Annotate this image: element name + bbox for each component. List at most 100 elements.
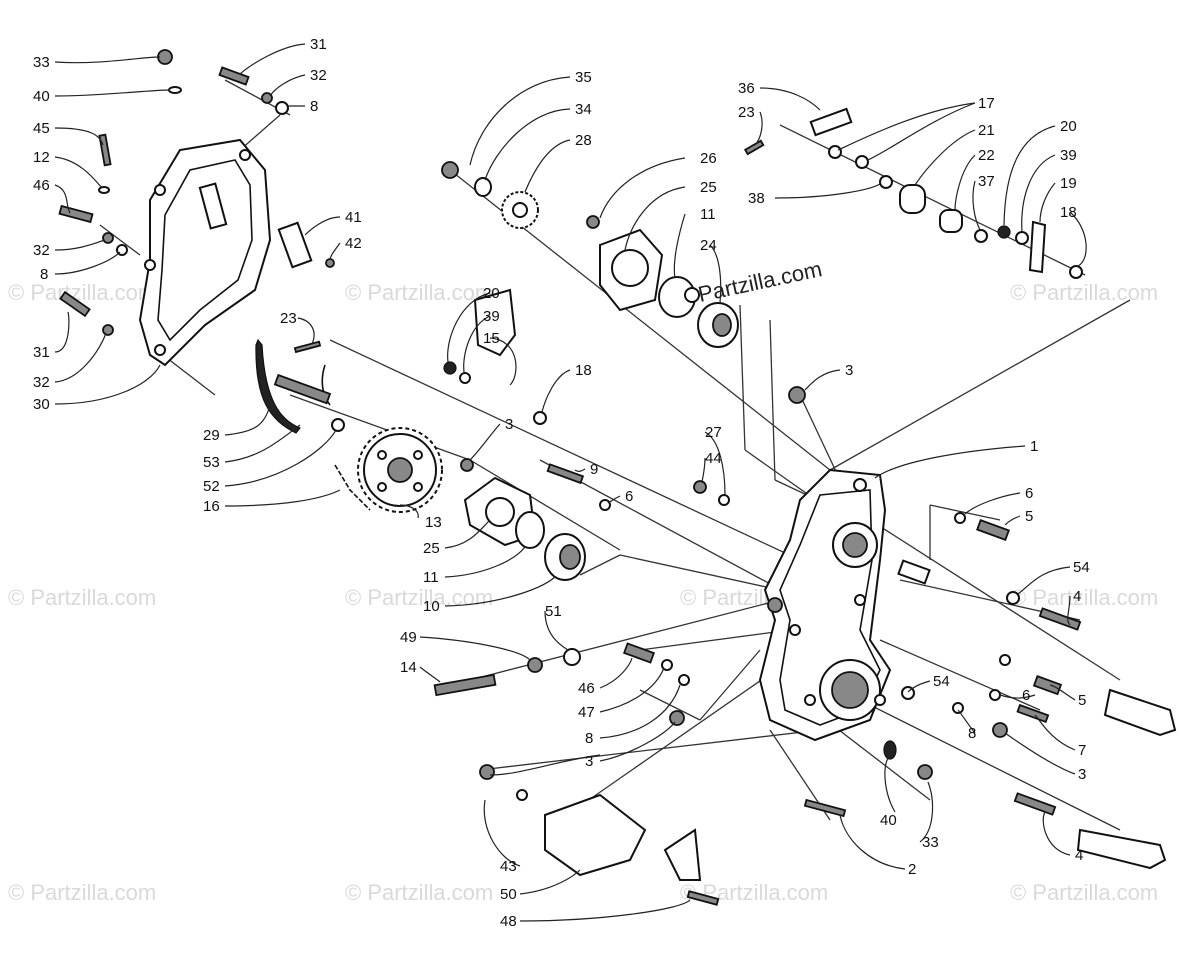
drive-chain [334, 464, 371, 511]
callout-label: 33 [33, 54, 50, 71]
shift-cam [663, 828, 702, 881]
callout-label: 32 [310, 67, 327, 84]
callout-label: 10 [423, 598, 440, 615]
callout-label: 11 [700, 206, 716, 223]
callout-label: 3 [845, 362, 853, 379]
callout-label: 35 [575, 69, 592, 86]
callout-label: 20 [1060, 118, 1077, 135]
long-bolt [433, 673, 497, 697]
watermark-text: © Partzilla.com [8, 880, 156, 905]
callout-label: 5 [1025, 508, 1033, 525]
leader-lines [54, 43, 1087, 922]
callout-label: 42 [345, 235, 362, 252]
callout-label: 24 [700, 237, 717, 254]
callout-label: 39 [483, 308, 500, 325]
callout-label: 46 [33, 177, 50, 194]
watermark-text: © Partzilla.com [8, 280, 156, 305]
callout-label: 31 [33, 344, 50, 361]
callout-label: 45 [33, 120, 50, 137]
hex-nut [441, 161, 459, 179]
callout-label: 4 [1075, 847, 1083, 864]
callout-label: 3 [585, 753, 593, 770]
callout-label: 17 [978, 95, 995, 112]
callout-label: 30 [33, 396, 50, 413]
upper-sprocket [501, 191, 539, 229]
callout-label: 22 [978, 147, 995, 164]
callout-label: 48 [500, 913, 517, 930]
callout-label: 8 [310, 98, 318, 115]
callout-label: 6 [625, 488, 633, 505]
tensioner-spring [321, 364, 331, 406]
callout-label: 50 [500, 886, 517, 903]
callout-label: 46 [578, 680, 595, 697]
callout-label: 23 [738, 104, 755, 121]
bolt [1038, 607, 1082, 631]
callout-label: 47 [578, 704, 595, 721]
shift-bracket [544, 793, 647, 877]
callout-label: 20 [483, 285, 500, 302]
callout-label: 54 [933, 673, 950, 690]
callout-label: 4 [1073, 588, 1081, 605]
callout-label: 8 [968, 725, 976, 742]
shift-linkage [743, 107, 1083, 279]
washer [474, 177, 492, 197]
callout-label: 39 [1060, 147, 1077, 164]
callout-label: 40 [33, 88, 50, 105]
callout-label: 15 [483, 330, 500, 347]
bolt [976, 519, 1010, 541]
tensioner-strap [255, 338, 301, 434]
watermark-main: Partzilla.com [696, 256, 824, 307]
callout-label: 32 [33, 374, 50, 391]
callout-label: 9 [590, 461, 598, 478]
callout-label: 36 [738, 80, 755, 97]
callout-label: 34 [575, 101, 592, 118]
callout-label: 2 [908, 861, 916, 878]
tensioner-bolt [273, 373, 332, 405]
callout-label: 19 [1060, 175, 1077, 192]
callout-label: 31 [310, 36, 327, 53]
callout-label: 7 [1078, 742, 1086, 759]
callout-label: 28 [575, 132, 592, 149]
callout-label: 21 [978, 122, 995, 139]
watermark-text: © Partzilla.com [1010, 280, 1158, 305]
callout-label: 5 [1078, 692, 1086, 709]
callout-label: 23 [280, 310, 297, 327]
callout-label: 3 [505, 416, 513, 433]
callout-label: 43 [500, 858, 517, 875]
watermark-text: © Partzilla.com [1010, 880, 1158, 905]
callout-label: 12 [33, 149, 50, 166]
callout-label: 49 [400, 629, 417, 646]
watermark-text: © Partzilla.com [1010, 585, 1158, 610]
callout-label: 54 [1073, 559, 1090, 576]
callout-label: 25 [423, 540, 440, 557]
callout-label: 41 [345, 209, 362, 226]
callout-label: 25 [700, 179, 717, 196]
callout-label: 11 [423, 569, 439, 586]
callout-label: 3 [1078, 766, 1086, 783]
callout-label: 6 [1025, 485, 1033, 502]
washer [1006, 591, 1020, 605]
callout-label: 18 [1060, 204, 1077, 221]
callout-labels: 33 40 45 12 46 32 8 31 32 30 31 32 8 41 … [33, 36, 1090, 930]
callout-label: 27 [705, 424, 722, 441]
callout-label: 13 [425, 514, 442, 531]
callout-label: 53 [203, 454, 220, 471]
callout-label: 29 [203, 427, 220, 444]
callout-label: 8 [40, 266, 48, 283]
callout-label: 33 [922, 834, 939, 851]
callout-label: 52 [203, 478, 220, 495]
callout-label: 40 [880, 812, 897, 829]
watermark-text: © Partzilla.com [8, 585, 156, 610]
callout-label: 6 [1022, 687, 1030, 704]
output-shaft [1076, 688, 1177, 870]
callout-label: 51 [545, 603, 562, 620]
callout-label: 44 [705, 450, 722, 467]
seal-ring [515, 511, 545, 549]
callout-label: 18 [575, 362, 592, 379]
inspection-plate [277, 221, 313, 269]
hex-nut [788, 386, 806, 404]
gearcase-housing [758, 468, 931, 742]
callout-label: 8 [585, 730, 593, 747]
